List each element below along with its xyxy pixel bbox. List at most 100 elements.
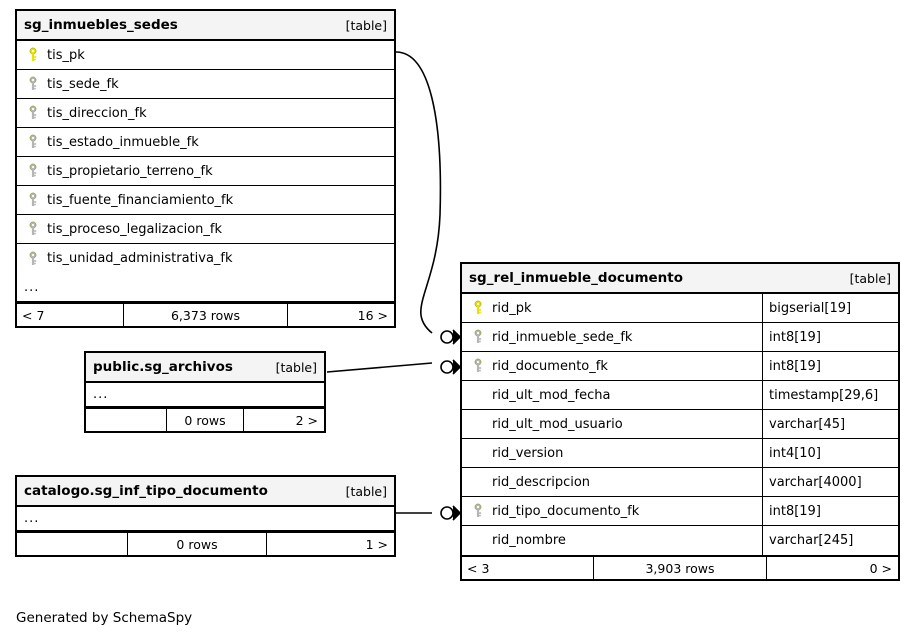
table-header[interactable]: sg_rel_inmueble_documento [table]	[462, 264, 898, 294]
footer-child-count[interactable]: 16 >	[357, 307, 388, 323]
foreign-key-icon	[470, 329, 486, 345]
column-name-label: tis_fuente_financiamiento_fk	[47, 192, 234, 208]
table-footer: 0 rows 2 >	[86, 407, 324, 431]
table-column-row[interactable]: rid_tipo_documento_fk int8[19]	[462, 497, 898, 526]
table-sg-inmuebles-sedes[interactable]: sg_inmuebles_sedes [table] tis_pk tis_sed…	[15, 9, 396, 328]
column-name-cell: rid_tipo_documento_fk	[462, 497, 762, 525]
column-name-label: rid_pk	[492, 300, 532, 316]
table-footer: < 3 3,903 rows 0 >	[462, 555, 898, 579]
table-column-row[interactable]: tis_estado_inmueble_fk	[17, 128, 394, 157]
column-name-cell: rid_documento_fk	[462, 352, 762, 380]
column-type-cell: bigserial[19]	[762, 294, 898, 322]
column-name-cell: rid_pk	[462, 294, 762, 322]
column-type-cell: int4[10]	[762, 439, 898, 467]
foreign-key-icon	[25, 76, 41, 92]
table-column-row[interactable]: tis_propietario_terreno_fk	[17, 157, 394, 186]
foreign-key-icon	[25, 221, 41, 237]
table-column-row[interactable]: tis_direccion_fk	[17, 99, 394, 128]
ellipsis-label: ...	[24, 279, 40, 295]
column-name-label: rid_ult_mod_usuario	[492, 416, 623, 432]
relationship-line-rel-documento	[326, 362, 433, 373]
foreign-key-icon	[25, 105, 41, 121]
table-columns: tis_pk tis_sede_fk tis_direccion_fk tis_est…	[17, 41, 394, 273]
table-title: public.sg_archivos	[93, 359, 233, 375]
table-column-row[interactable]: tis_fuente_financiamiento_fk	[17, 186, 394, 215]
column-type-cell: varchar[45]	[762, 410, 898, 438]
table-column-row[interactable]: tis_pk	[17, 41, 394, 70]
footer-parent-count[interactable]	[86, 409, 166, 431]
table-ellipsis-row: ...	[86, 383, 324, 407]
column-name-label: rid_version	[492, 445, 564, 461]
table-ellipsis-row: ...	[17, 507, 394, 531]
table-header[interactable]: catalogo.sg_inf_tipo_documento [table]	[17, 477, 394, 507]
table-column-row[interactable]: tis_proceso_legalizacion_fk	[17, 215, 394, 244]
table-column-row[interactable]: rid_descripcion varchar[4000]	[462, 468, 898, 497]
table-sg-rel-inmueble-documento[interactable]: sg_rel_inmueble_documento [table] rid_pk…	[460, 262, 900, 581]
foreign-key-icon	[470, 503, 486, 519]
column-type-cell: int8[19]	[762, 497, 898, 525]
column-type-cell: timestamp[29,6]	[762, 381, 898, 409]
column-name-label: rid_inmueble_sede_fk	[492, 329, 633, 345]
column-name-cell: rid_ult_mod_fecha	[462, 381, 762, 409]
table-type-tag: [table]	[275, 359, 317, 375]
table-type-tag: [table]	[345, 483, 387, 499]
column-name-cell: tis_pk	[17, 41, 394, 69]
foreign-key-icon	[25, 192, 41, 208]
footer-child-count[interactable]: 2 >	[295, 412, 318, 428]
footer-child-count[interactable]: 0 >	[869, 560, 892, 576]
primary-key-icon	[25, 47, 41, 63]
column-type-cell: varchar[4000]	[762, 468, 898, 496]
primary-key-icon	[470, 300, 486, 316]
relationship-line-rel-inmueble-sede	[395, 51, 442, 334]
column-name-label: tis_unidad_administrativa_fk	[47, 251, 233, 266]
column-name-cell: rid_descripcion	[462, 468, 762, 496]
column-type-cell: varchar[245]	[762, 526, 898, 555]
diagram-caption: Generated by SchemaSpy	[16, 610, 193, 626]
table-public-sg-archivos[interactable]: public.sg_archivos [table] ... 0 rows 2 …	[84, 351, 326, 433]
table-column-row[interactable]: rid_ult_mod_usuario varchar[45]	[462, 410, 898, 439]
footer-parent-count[interactable]: < 7	[22, 307, 45, 323]
ellipsis-label: ...	[24, 511, 40, 526]
table-header[interactable]: public.sg_archivos [table]	[86, 353, 324, 383]
ellipsis-label: ...	[93, 387, 109, 402]
cardinality-zero-or-many-rel-tipo-documento	[440, 505, 461, 521]
table-type-tag: [table]	[849, 270, 891, 286]
column-name-cell: tis_direccion_fk	[17, 99, 394, 127]
cardinality-zero-or-many-rel-inmueble-sede	[440, 329, 461, 345]
table-title: sg_rel_inmueble_documento	[469, 270, 684, 286]
foreign-key-icon	[25, 134, 41, 150]
column-name-label: tis_sede_fk	[47, 76, 119, 92]
table-header[interactable]: sg_inmuebles_sedes [table]	[17, 11, 394, 41]
column-type-cell: int8[19]	[762, 352, 898, 380]
column-name-cell: rid_ult_mod_usuario	[462, 410, 762, 438]
footer-parent-count[interactable]	[17, 533, 127, 555]
table-column-row[interactable]: tis_unidad_administrativa_fk	[17, 244, 394, 273]
column-name-label: rid_descripcion	[492, 474, 591, 490]
table-catalogo-sg-inf-tipo-documento[interactable]: catalogo.sg_inf_tipo_documento [table] .…	[15, 475, 396, 557]
column-name-cell: rid_nombre	[462, 526, 762, 555]
table-title: sg_inmuebles_sedes	[24, 17, 178, 33]
footer-row-count: 0 rows	[166, 409, 244, 431]
table-type-tag: [table]	[345, 17, 387, 33]
footer-row-count: 0 rows	[127, 533, 267, 555]
footer-parent-count[interactable]: < 3	[467, 560, 490, 576]
table-footer: 0 rows 1 >	[17, 531, 394, 555]
column-name-label: rid_tipo_documento_fk	[492, 503, 640, 519]
column-name-cell: tis_propietario_terreno_fk	[17, 157, 394, 185]
column-name-cell: rid_version	[462, 439, 762, 467]
table-column-row[interactable]: rid_version int4[10]	[462, 439, 898, 468]
column-name-cell: tis_proceso_legalizacion_fk	[17, 215, 394, 243]
table-ellipsis-row: ...	[17, 273, 394, 302]
column-name-label: tis_direccion_fk	[47, 105, 147, 121]
footer-child-count[interactable]: 1 >	[365, 536, 388, 552]
column-name-label: tis_propietario_terreno_fk	[47, 163, 213, 179]
column-name-cell: tis_unidad_administrativa_fk	[17, 244, 394, 273]
table-column-row[interactable]: rid_pk bigserial[19]	[462, 294, 898, 323]
table-column-row[interactable]: tis_sede_fk	[17, 70, 394, 99]
column-name-cell: tis_fuente_financiamiento_fk	[17, 186, 394, 214]
